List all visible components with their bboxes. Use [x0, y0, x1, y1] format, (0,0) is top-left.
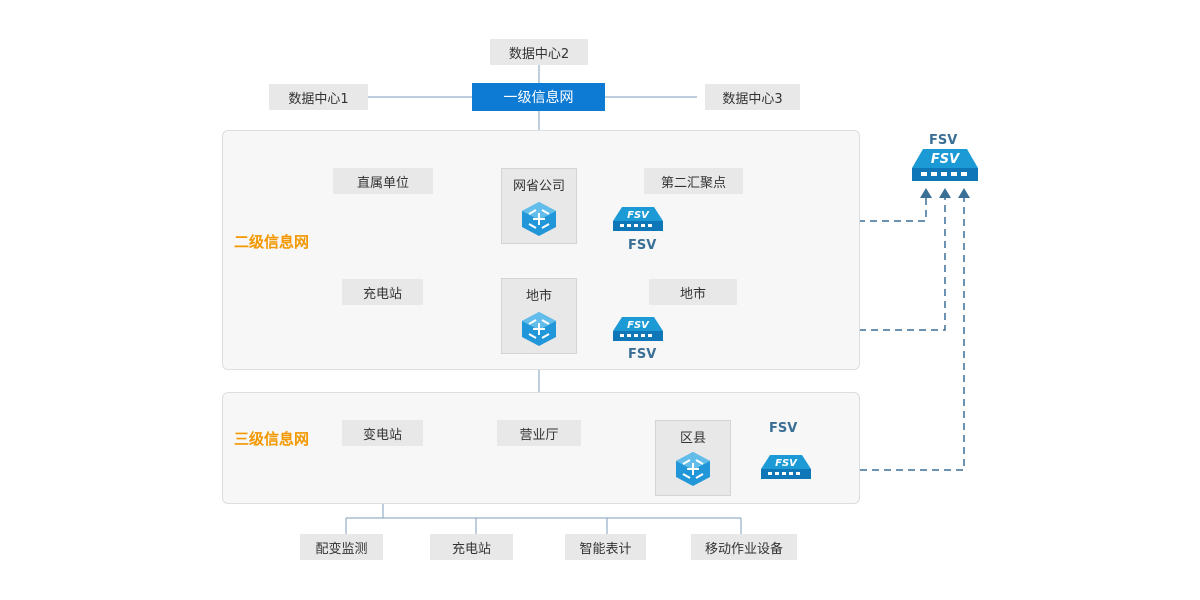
- core-network: 一级信息网: [472, 83, 605, 111]
- switch-icon: [674, 451, 712, 491]
- fsv-device-text: FSV: [775, 458, 798, 469]
- fsv-device-icon: FSV: [760, 454, 812, 484]
- switch-icon: [520, 311, 558, 351]
- endpoint-smart-meter: 智能表计: [565, 534, 646, 560]
- fsv-device-text: FSV: [931, 152, 960, 167]
- level3-zone: [222, 392, 860, 504]
- dashed-link-3: [812, 198, 965, 471]
- arrow-up-icon: [920, 188, 932, 198]
- county-label: 区县: [679, 431, 706, 446]
- fsv-device-icon: FSV: [612, 316, 664, 346]
- fsv-label-3: FSV: [769, 421, 798, 436]
- endpoint-transformer-monitoring: 配变监测: [300, 534, 383, 560]
- fsv-device-text: FSV: [627, 210, 650, 221]
- direct-unit: 直属单位: [333, 168, 433, 194]
- fsv-device-icon: FSV: [612, 206, 664, 236]
- city-right: 地市: [649, 279, 737, 305]
- charging-station-l2: 充电站: [342, 279, 423, 305]
- datacenter-3: 数据中心3: [705, 84, 800, 110]
- fsv-device-text: FSV: [627, 320, 650, 331]
- provincial-company-node: 网省公司: [501, 168, 577, 244]
- business-hall: 营业厅: [497, 420, 581, 446]
- city-node: 地市: [501, 278, 577, 354]
- second-aggregation: 第二汇聚点: [644, 168, 743, 194]
- fsv-device-icon: FSV: [911, 148, 979, 186]
- datacenter-1: 数据中心1: [269, 84, 368, 110]
- substation: 变电站: [342, 420, 423, 446]
- endpoint-charging-station: 充电站: [430, 534, 513, 560]
- fsv-label-1: FSV: [628, 238, 657, 253]
- provincial-company-label: 网省公司: [512, 179, 565, 194]
- datacenter-2: 数据中心2: [490, 39, 588, 65]
- level3-label: 三级信息网: [234, 430, 310, 448]
- arrow-up-icon: [958, 188, 970, 198]
- switch-icon: [520, 201, 558, 241]
- fsv-label-2: FSV: [628, 347, 657, 362]
- endpoint-mobile-device: 移动作业设备: [691, 534, 797, 560]
- level2-label: 二级信息网: [234, 233, 310, 251]
- city-label: 地市: [525, 289, 552, 304]
- county-node: 区县: [655, 420, 731, 496]
- central-fsv-label: FSV: [929, 133, 958, 148]
- arrow-up-icon: [939, 188, 951, 198]
